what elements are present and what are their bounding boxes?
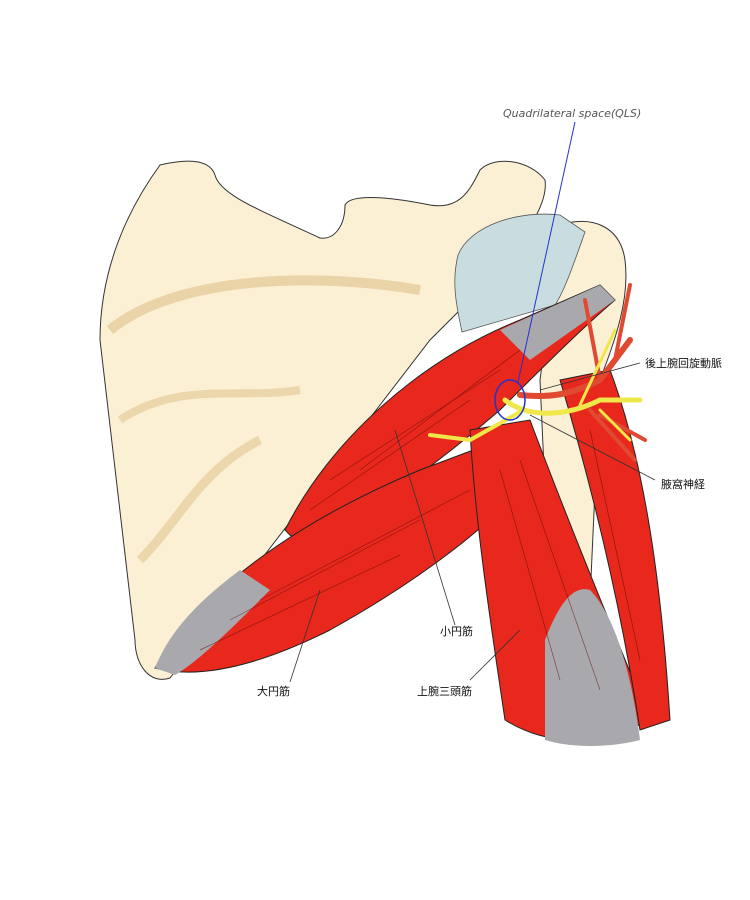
leader-lines [289, 362, 656, 683]
muscle-fibers [199, 349, 641, 691]
scapular-spine-shading [106, 275, 421, 334]
label-posterior-circumflex-humeral-artery: 後上腕回旋動脈 [645, 357, 722, 370]
label-teres-major: 大円筋 [257, 685, 290, 698]
qls-leader-line [517, 121, 576, 383]
axillary-nerve [428, 328, 643, 443]
label-triceps-brachii: 上腕三頭筋 [417, 685, 472, 698]
glenoid-cartilage [454, 213, 586, 333]
label-axillary-nerve: 腋窩神経 [661, 478, 705, 491]
label-teres-minor: 小円筋 [440, 625, 473, 638]
label-qls: Quadrilateral space(QLS) [503, 107, 642, 120]
qls-marker-circle [494, 379, 526, 421]
